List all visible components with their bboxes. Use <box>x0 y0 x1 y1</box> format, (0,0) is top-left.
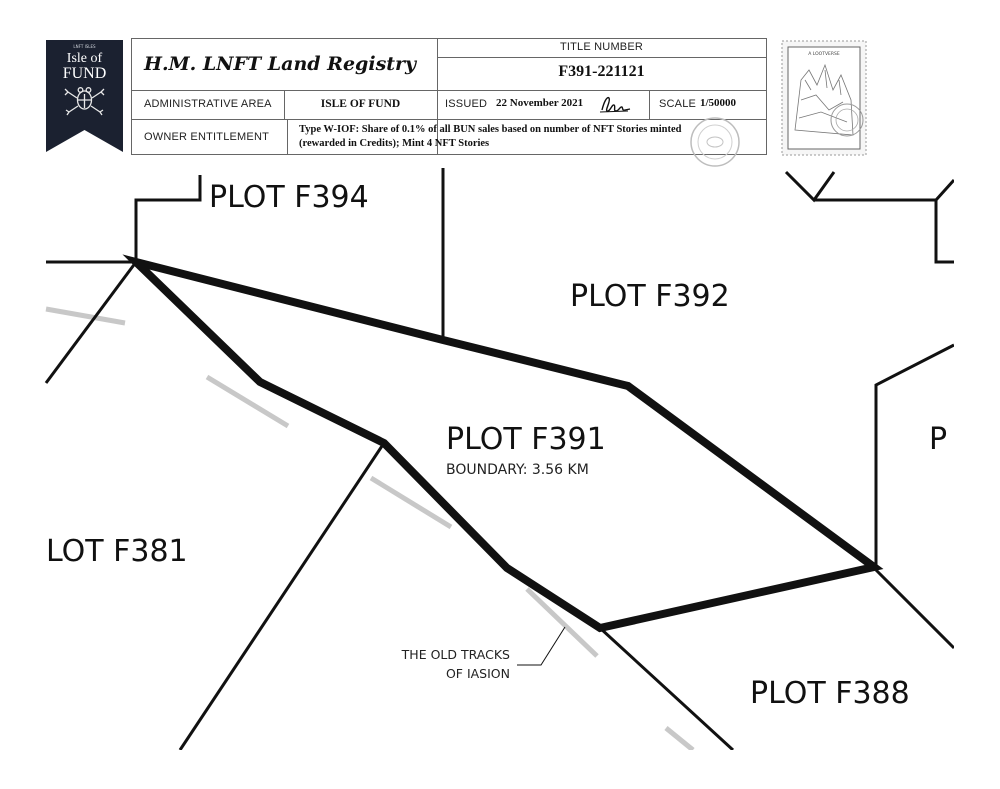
round-seal-icon <box>686 116 744 168</box>
plot-map: PLOT F394 PLOT F392 PLOT F391 BOUNDARY: … <box>0 155 1000 784</box>
boundary-label: BOUNDARY: 3.56 KM <box>446 462 589 478</box>
registry-title: H.M. LNFT Land Registry <box>144 53 417 75</box>
plot-f391-boundary <box>122 254 884 633</box>
tracks-label-line1: THE OLD TRACKS <box>401 647 510 662</box>
title-number-label: TITLE NUMBER <box>559 41 644 53</box>
isle-of-fund-banner: LNFT ISLES Isle of FUND <box>46 40 123 152</box>
plot-borders <box>44 168 956 752</box>
issued-date: 22 November 2021 <box>496 97 584 109</box>
tracks-pointer <box>517 626 566 666</box>
map-bottom-margin <box>0 750 1000 784</box>
owner-entitlement-text: Type W-IOF: Share of 0.1% of all BUN sal… <box>299 123 759 151</box>
owner-entitlement-label: OWNER ENTITLEMENT <box>144 131 270 143</box>
postage-stamp-icon: A LOOTVERSE <box>781 40 867 156</box>
owner-text-line2: (rewarded in Credits); Mint 4 NFT Storie… <box>299 138 490 149</box>
old-tracks-path <box>45 306 695 752</box>
frog-crest-icon <box>64 87 105 116</box>
admin-area-label: ADMINISTRATIVE AREA <box>144 98 272 110</box>
signature-icon <box>599 96 631 113</box>
banner-top-text: LNFT ISLES <box>73 44 96 49</box>
banner-line2: FUND <box>63 65 107 82</box>
tracks-label-line2: OF IASION <box>446 666 510 681</box>
banner-line1: Isle of <box>67 51 103 66</box>
plot-f392-label: PLOT F392 <box>570 279 730 314</box>
plot-f391-label: PLOT F391 <box>446 422 606 457</box>
scale-label: SCALE <box>659 98 697 110</box>
scale-value: 1/50000 <box>700 97 737 109</box>
admin-area-value: ISLE OF FUND <box>320 98 401 110</box>
issued-label: ISSUED <box>445 98 488 110</box>
plot-f388-label: PLOT F388 <box>750 676 910 711</box>
stamp-text: A LOOTVERSE <box>808 51 840 57</box>
plot-edge-label: P <box>929 422 947 457</box>
lot-f381-label: LOT F381 <box>46 534 188 569</box>
owner-text-line1: Type W-IOF: Share of 0.1% of all BUN sal… <box>299 124 682 135</box>
map-right-margin <box>954 155 1000 784</box>
plot-f394-label: PLOT F394 <box>209 180 369 215</box>
registry-header-table: H.M. LNFT Land Registry TITLE NUMBER F39… <box>131 38 767 155</box>
title-number: F391-221121 <box>558 63 645 80</box>
